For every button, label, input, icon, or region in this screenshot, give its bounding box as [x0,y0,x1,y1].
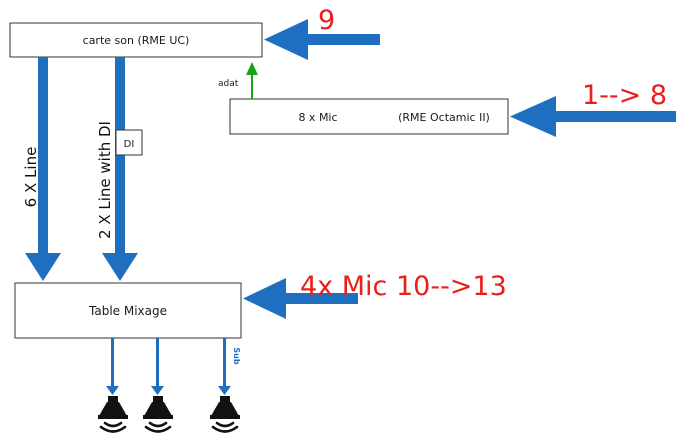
input-count-mixer: 4x Mic 10-->13 [300,271,507,302]
output-arrow-2 [151,338,164,395]
input-arrow-soundcard [264,19,380,60]
output-arrow-sub [218,338,231,395]
line-6x-arrow [25,57,61,281]
speaker-icon [208,394,242,433]
octamic-label-right: (RME Octamic II) [398,111,490,124]
sub-label: Sub [232,347,241,364]
input-count-top: 9 [318,5,335,36]
speaker-icon [96,394,130,433]
input-arrow-octamic [510,96,676,137]
line-6x-label: 6 X Line [22,147,40,208]
octamic-label-left: 8 x Mic [298,111,337,124]
di-box: DI [115,129,143,156]
line-2x-di-label: 2 X Line with DI [96,121,114,239]
soundcard-label: carte son (RME UC) [83,34,190,47]
input-arrow-mixer [243,278,358,319]
mixer-label: Table Mixage [88,304,167,318]
octamic-box: 8 x Mic (RME Octamic II) [229,98,509,135]
adat-arrow [246,62,258,99]
soundcard-box: carte son (RME UC) [9,22,263,58]
di-label: DI [124,139,135,150]
mixer-box: Table Mixage [14,282,242,339]
speaker-icon [141,394,175,433]
output-arrow-1 [106,338,119,395]
adat-label: adat [218,79,239,89]
input-count-octamic: 1--> 8 [582,80,667,111]
